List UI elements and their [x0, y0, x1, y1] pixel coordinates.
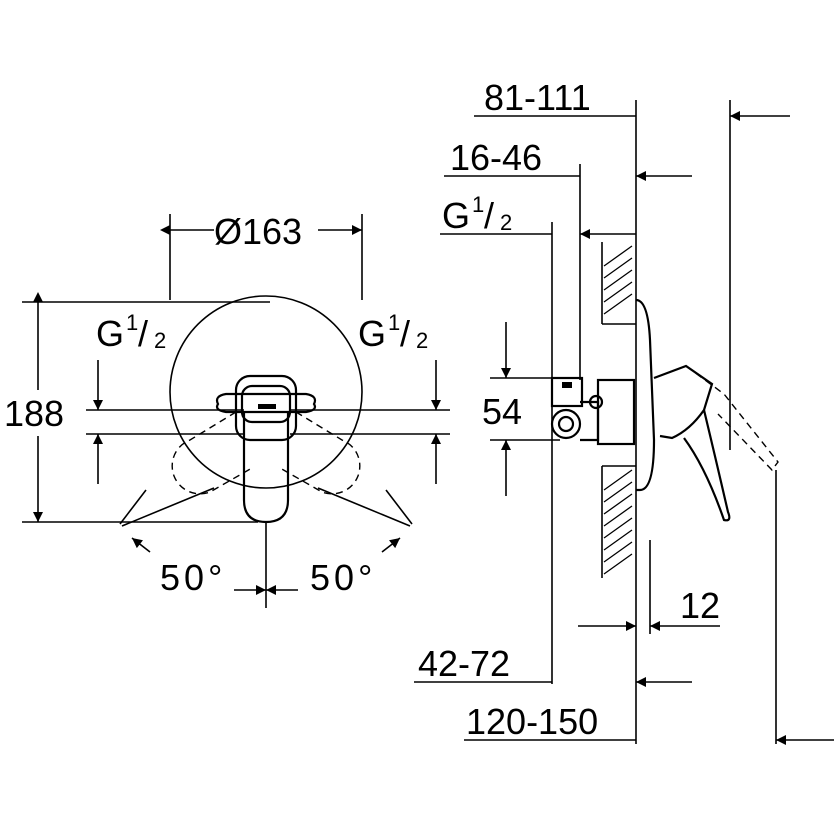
- connection-left-num: 1: [126, 310, 138, 335]
- dim-120-150: 120-150: [464, 701, 834, 745]
- valve-body: [550, 376, 636, 446]
- side-connection-slash: /: [484, 195, 494, 236]
- connection-right-slash: /: [400, 313, 410, 354]
- side-view: 81-111 16-46 G 1 / 2: [414, 77, 834, 745]
- dim-16-46-label: 16-46: [450, 137, 542, 178]
- connection-right-num: 1: [388, 310, 400, 335]
- dim-16-46: 16-46: [444, 137, 692, 181]
- angle-right-label: 50°: [310, 557, 376, 598]
- wall-hatch: [601, 242, 636, 578]
- dim-81-111-label: 81-111: [484, 77, 591, 118]
- dim-42-72-label: 42-72: [418, 643, 510, 684]
- lever-rotation-dashed: [171, 411, 361, 495]
- height-label: 188: [4, 393, 64, 434]
- connection-left-den: 2: [154, 328, 166, 353]
- hatch-line: [603, 541, 633, 563]
- lever-handle: [242, 412, 290, 524]
- hatch-line: [603, 257, 633, 279]
- cover-plate-side: [635, 298, 656, 492]
- side-connection-num: 1: [472, 192, 484, 217]
- dim-connection: G 1 / 2: [440, 192, 636, 239]
- dim-12-label: 12: [680, 585, 720, 626]
- side-connection-base: G: [442, 195, 470, 236]
- hatch-line: [603, 553, 633, 575]
- hatch-line: [603, 269, 633, 291]
- hatch-line: [603, 493, 633, 515]
- connection-right-den: 2: [416, 328, 428, 353]
- hatch-line: [603, 245, 633, 267]
- hatch-line: [603, 481, 633, 503]
- hatch-line: [603, 281, 633, 303]
- lever-side: [653, 364, 779, 522]
- mixer-body: [215, 374, 317, 442]
- hatch-line: [603, 293, 633, 315]
- dim-120-150-label: 120-150: [466, 701, 598, 742]
- cover-plate: [169, 295, 363, 489]
- hatch-line: [603, 529, 633, 551]
- connection-right-base: G: [358, 313, 386, 354]
- front-view: Ø163 188 G 1 / 2 G 1 / 2: [4, 211, 450, 608]
- diameter-label: Ø163: [214, 211, 302, 252]
- angle-left-label: 50°: [160, 557, 226, 598]
- connection-right-label: G 1 / 2: [358, 310, 428, 354]
- height-dimension: 188: [4, 292, 270, 523]
- dim-42-72: 42-72: [414, 643, 692, 687]
- connection-left-label: G 1 / 2: [96, 310, 166, 354]
- dim-81-111: 81-111: [474, 77, 790, 121]
- dim-12: 12: [578, 540, 720, 634]
- side-connection-den: 2: [500, 210, 512, 235]
- hatch-line: [603, 469, 633, 491]
- connection-left-slash: /: [138, 313, 148, 354]
- dim-54-label: 54: [482, 391, 522, 432]
- hatch-line: [603, 517, 633, 539]
- connection-left-base: G: [96, 313, 124, 354]
- diameter-dimension: Ø163: [160, 211, 363, 300]
- hatch-line: [603, 505, 633, 527]
- dim-54: 54: [482, 322, 560, 496]
